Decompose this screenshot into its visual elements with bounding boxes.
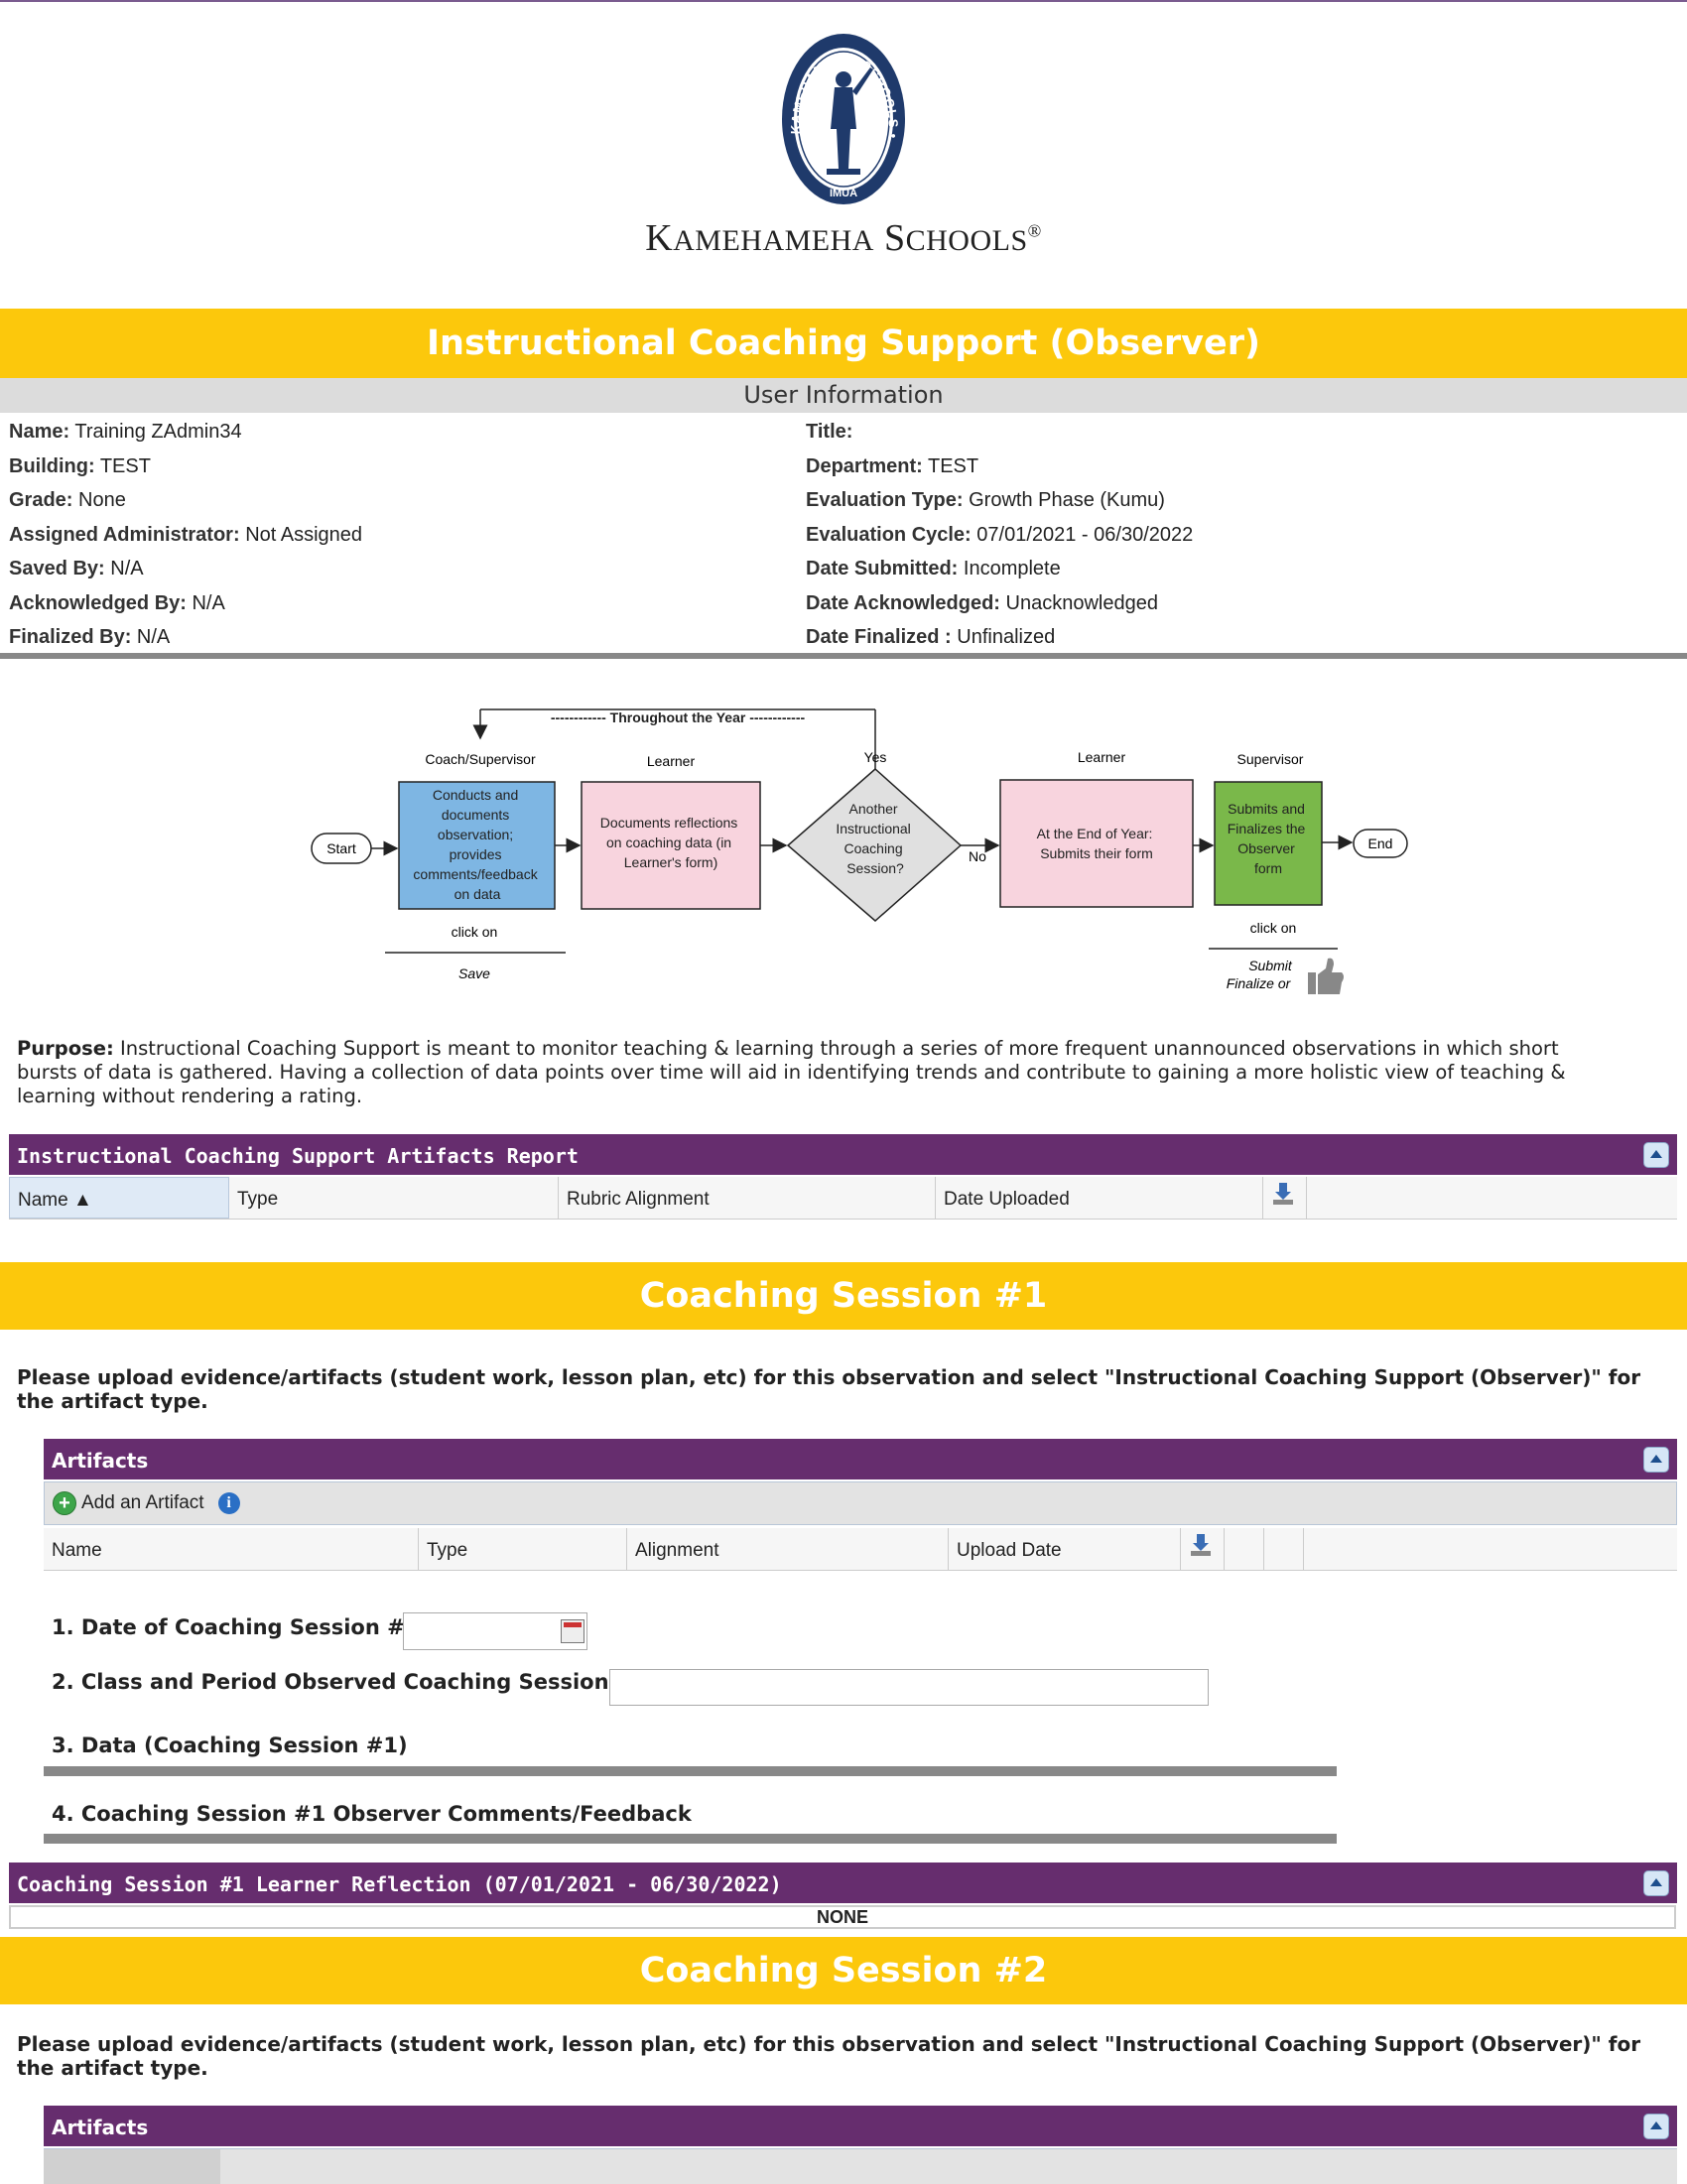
session1-artifacts-table-header: Name Type Alignment Upload Date bbox=[44, 1528, 1677, 1571]
click-on-label: click on bbox=[1250, 920, 1297, 936]
flow-box-observe bbox=[398, 781, 556, 910]
header-logo: KAMEHAMEHA SCHOOLS • 1887 IMUA KAMEHAMEH… bbox=[0, 30, 1687, 260]
session2-title: Coaching Session #2 bbox=[0, 1937, 1687, 2004]
flow-decision bbox=[786, 767, 963, 922]
user-info-row: Building: TEST Department: TEST bbox=[9, 454, 979, 477]
purpose-text: Purpose: Instructional Coaching Support … bbox=[17, 1037, 1566, 1107]
role-label: Learner bbox=[647, 753, 696, 769]
role-label: Learner bbox=[1078, 749, 1126, 765]
question-3-label: 3. Data (Coaching Session #1) bbox=[52, 1734, 408, 1757]
download-icon[interactable] bbox=[1273, 1181, 1293, 1205]
session1-title: Coaching Session #1 bbox=[0, 1262, 1687, 1330]
yes-label: Yes bbox=[864, 749, 887, 765]
submit-label: Submit bbox=[1248, 958, 1293, 973]
artifacts-toolbar: + Add an Artifact i bbox=[44, 1481, 1677, 1525]
download-column[interactable] bbox=[1181, 1528, 1225, 1570]
kamehameha-seal-logo: KAMEHAMEHA SCHOOLS • 1887 IMUA bbox=[779, 30, 905, 204]
svg-text:Submits and Finalizes the: Submits and Finalizes the Observer form bbox=[1228, 801, 1309, 876]
collapse-toggle-icon[interactable] bbox=[1643, 1447, 1669, 1473]
user-info-row: Saved By: N/A Date Submitted: Incomplete bbox=[9, 558, 1061, 579]
plus-icon: + bbox=[53, 1491, 76, 1515]
info-icon[interactable]: i bbox=[217, 1492, 240, 1514]
column-alignment[interactable]: Alignment bbox=[627, 1528, 949, 1570]
column-date-uploaded[interactable]: Date Uploaded bbox=[936, 1177, 1263, 1219]
date-input[interactable] bbox=[403, 1612, 587, 1650]
user-info-row: Name: Training ZAdmin34 Title: bbox=[9, 421, 853, 443]
finalize-label: Finalize or bbox=[1227, 975, 1292, 991]
top-border bbox=[0, 0, 1687, 2]
form-title: Instructional Coaching Support (Observer… bbox=[0, 309, 1687, 378]
column-type[interactable]: Type bbox=[229, 1177, 559, 1219]
learner-reflection-title: Coaching Session #1 Learner Reflection (… bbox=[17, 1872, 782, 1896]
collapse-toggle-icon[interactable] bbox=[1643, 1142, 1669, 1168]
learner-reflection-value: NONE bbox=[9, 1905, 1676, 1929]
user-info: Name: Training ZAdmin34 Title: Building:… bbox=[9, 415, 1686, 655]
flow-box-submit bbox=[999, 779, 1194, 908]
column-upload-date[interactable]: Upload Date bbox=[949, 1528, 1181, 1570]
artifacts-report-title: Instructional Coaching Support Artifacts… bbox=[17, 1144, 579, 1168]
click-on-label: click on bbox=[452, 924, 498, 940]
class-period-input[interactable] bbox=[609, 1669, 1209, 1706]
column-rubric-alignment[interactable]: Rubric Alignment bbox=[559, 1177, 936, 1219]
column-type[interactable]: Type bbox=[419, 1528, 627, 1570]
svg-text:At the End of Year: Submit: At the End of Year: Submits their form bbox=[1037, 826, 1157, 861]
start-label: Start bbox=[326, 840, 356, 856]
svg-text:Documents reflections on c: Documents reflections on coaching data (… bbox=[600, 815, 741, 870]
comments-field-bar[interactable] bbox=[44, 1834, 1337, 1844]
svg-text:Conducts and documents: Conducts and documents observation; prov… bbox=[413, 787, 541, 902]
session1-artifacts-header: Artifacts bbox=[44, 1439, 1677, 1479]
session2-instructions: Please upload evidence/artifacts (studen… bbox=[17, 2032, 1641, 2080]
process-flowchart: ------------ Throughout the Year -------… bbox=[311, 708, 1408, 994]
save-label: Save bbox=[458, 965, 490, 981]
end-node bbox=[1353, 829, 1408, 858]
learner-reflection-header: Coaching Session #1 Learner Reflection (… bbox=[9, 1863, 1677, 1903]
user-info-row: Finalized By: N/A Date Finalized : Unfin… bbox=[9, 626, 1056, 648]
user-info-heading: User Information bbox=[0, 378, 1687, 413]
collapse-toggle-icon[interactable] bbox=[1643, 1870, 1669, 1896]
session1-instructions: Please upload evidence/artifacts (studen… bbox=[17, 1365, 1641, 1413]
question-4-label: 4. Coaching Session #1 Observer Comments… bbox=[52, 1802, 692, 1826]
role-label: Coach/Supervisor bbox=[425, 751, 536, 767]
seal-motto: IMUA bbox=[830, 188, 857, 199]
artifacts-title: Artifacts bbox=[52, 1449, 149, 1473]
svg-text:Another Instructional: Another Instructional Coaching Session? bbox=[836, 801, 914, 876]
artifacts-title: Artifacts bbox=[52, 2116, 149, 2139]
flow-box-finalize bbox=[1214, 781, 1323, 906]
collapse-toggle-icon[interactable] bbox=[1643, 2114, 1669, 2139]
column-name[interactable]: Name ▲ bbox=[9, 1177, 229, 1219]
user-info-row: Acknowledged By: N/A Date Acknowledged: … bbox=[9, 591, 1158, 614]
user-info-row: Grade: None Evaluation Type: Growth Phas… bbox=[9, 489, 1165, 511]
thumbs-up-icon bbox=[1308, 958, 1344, 994]
artifacts-report-header: Instructional Coaching Support Artifacts… bbox=[9, 1134, 1677, 1175]
flow-box-reflect bbox=[581, 781, 761, 910]
divider bbox=[0, 653, 1687, 659]
download-icon[interactable] bbox=[1191, 1532, 1211, 1556]
toolbar-button[interactable] bbox=[44, 2149, 220, 2184]
session2-artifacts-header: Artifacts bbox=[44, 2106, 1677, 2146]
artifacts-report-table-header: Name ▲ Type Rubric Alignment Date Upload… bbox=[9, 1177, 1677, 1220]
add-artifact-button[interactable]: + Add an Artifact i bbox=[53, 1490, 240, 1516]
role-label: Supervisor bbox=[1237, 751, 1304, 767]
question-1-label: 1. Date of Coaching Session #1 bbox=[52, 1615, 420, 1639]
calendar-icon[interactable] bbox=[561, 1619, 584, 1643]
session2-artifacts-toolbar bbox=[44, 2148, 1677, 2184]
question-2-label: 2. Class and Period Observed Coaching Se… bbox=[52, 1670, 649, 1694]
data-field-bar[interactable] bbox=[44, 1766, 1337, 1776]
end-label: End bbox=[1368, 835, 1393, 851]
no-label: No bbox=[969, 848, 986, 864]
loop-label: ------------ Throughout the Year -------… bbox=[551, 709, 806, 725]
download-column[interactable] bbox=[1263, 1177, 1307, 1219]
column-name[interactable]: Name bbox=[44, 1528, 419, 1570]
user-info-row: Assigned Administrator: Not Assigned Eva… bbox=[9, 523, 1194, 546]
org-name: KAMEHAMEHA SCHOOLS® bbox=[645, 217, 1042, 259]
